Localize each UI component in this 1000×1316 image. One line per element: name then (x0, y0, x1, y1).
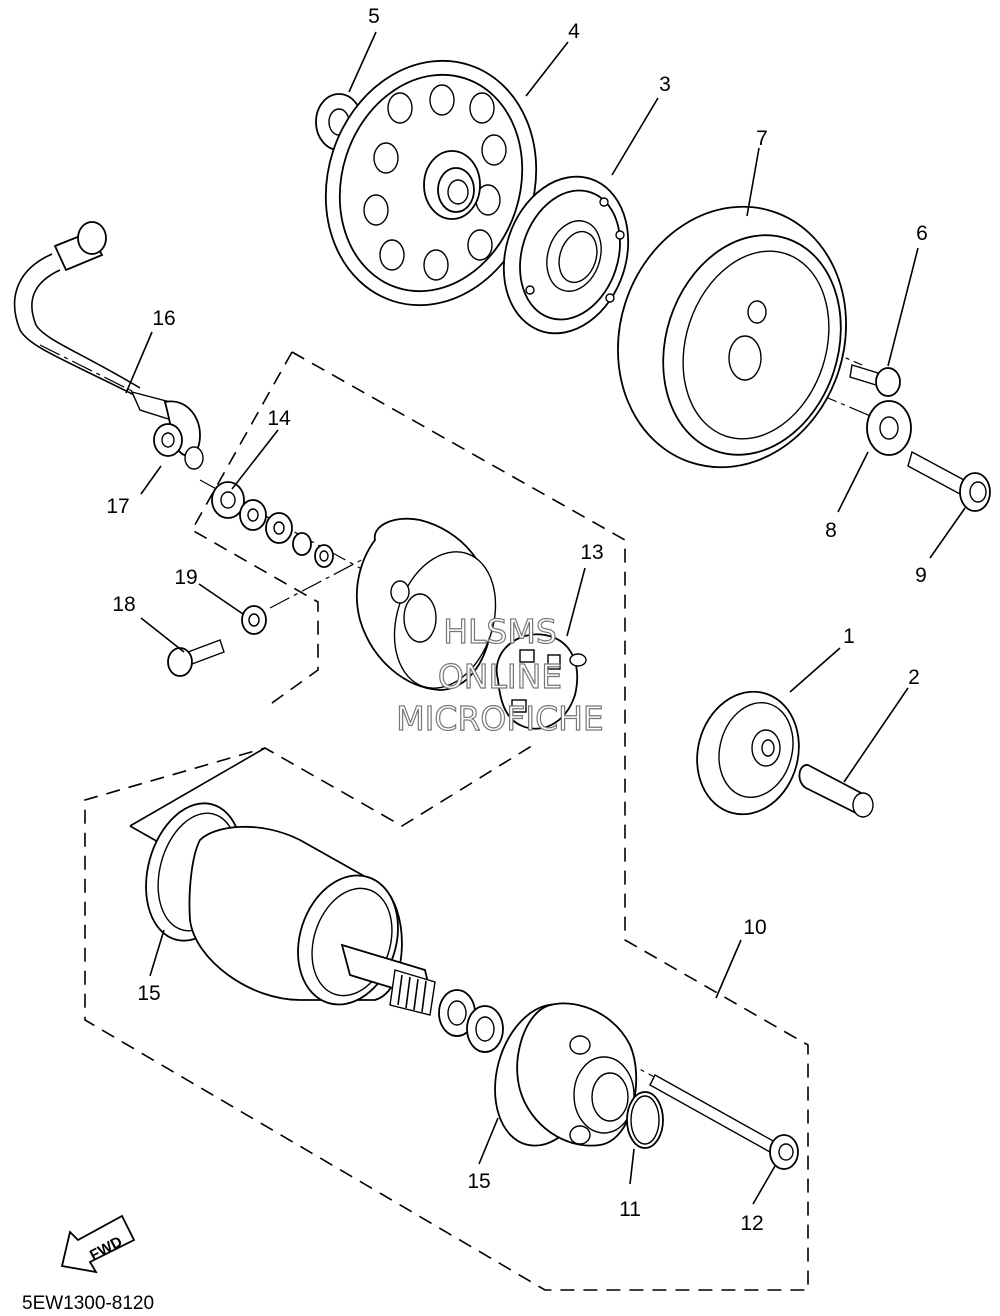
callout-2: 2 (908, 666, 920, 689)
part-18-bolt (167, 639, 225, 677)
leader-lines (125, 31, 966, 1205)
callout-11: 11 (619, 1198, 641, 1221)
callout-7: 7 (756, 127, 768, 150)
callout-14: 14 (267, 407, 291, 430)
starter-motor-body (129, 747, 436, 1016)
rear-cover (355, 517, 497, 691)
watermark-line-1: HLSMS (443, 612, 557, 651)
part-19-washer (241, 605, 267, 635)
part-3-clutch (502, 175, 630, 335)
callout-15: 15 (137, 982, 160, 1005)
part-11-o-ring (626, 1091, 664, 1149)
callout-13: 13 (580, 541, 603, 564)
callout-4: 4 (568, 20, 580, 43)
callout-9: 9 (915, 564, 927, 587)
fwd-arrow: FWD (60, 1214, 136, 1274)
assembly-boundary (84, 351, 809, 1291)
callout-15: 15 (467, 1170, 490, 1193)
part-13-brush-holder (495, 633, 587, 730)
watermark-line-2: ONLINE (438, 657, 562, 696)
part-7-rotor (617, 205, 847, 469)
part-2-shaft (798, 764, 874, 818)
part-14-nut-washers (211, 481, 334, 568)
part-8-washer (866, 400, 912, 456)
callout-6: 6 (916, 222, 928, 245)
callouts: 5 4 3 7 6 8 9 1 2 10 12 11 13 14 16 17 1… (106, 5, 928, 1235)
callout-19: 19 (174, 566, 197, 589)
callout-5: 5 (368, 5, 380, 28)
part-12-long-bolt (649, 1074, 799, 1170)
part-17-nut (153, 423, 183, 457)
callout-18: 18 (112, 593, 135, 616)
callout-12: 12 (740, 1212, 763, 1235)
callout-17: 17 (106, 495, 129, 518)
callout-3: 3 (659, 73, 671, 96)
callout-10: 10 (743, 916, 766, 939)
watermark: HLSMS ONLINE MICROFICHE (396, 611, 605, 738)
part-1-idler-gear (696, 690, 800, 816)
front-cover (494, 1002, 638, 1147)
part-9-bolt (907, 450, 991, 512)
callout-1: 1 (843, 625, 855, 648)
part-16-cable (13, 221, 204, 470)
part-6-bolt (849, 364, 901, 397)
callout-8: 8 (825, 519, 837, 542)
diagram-code: 5EW1300-8120 (22, 1293, 154, 1314)
callout-16: 16 (152, 307, 175, 330)
part-4-starter-gear (324, 59, 538, 307)
watermark-line-3: MICROFICHE (396, 699, 604, 738)
front-washers (438, 989, 504, 1053)
